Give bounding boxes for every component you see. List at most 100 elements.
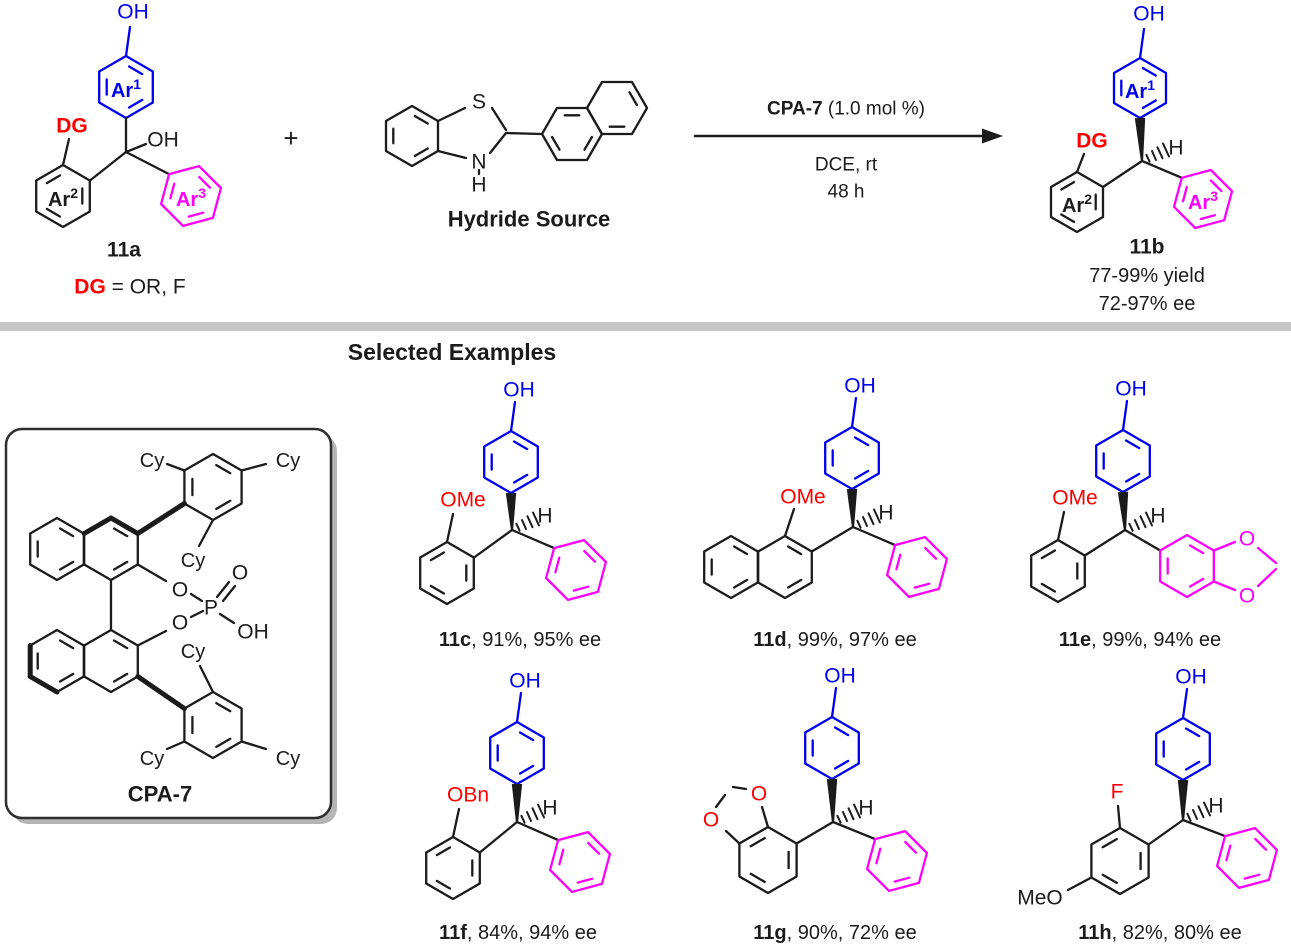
bond-oh — [850, 396, 858, 429]
11f-h-label: H — [542, 796, 557, 819]
cy-label: Cy — [140, 450, 164, 472]
bond — [124, 150, 171, 176]
aryl-ring — [183, 690, 243, 760]
text-span: F — [1111, 780, 1124, 803]
dg-def-rest: = OR, F — [106, 275, 186, 298]
11c-ome-label: OMe — [440, 488, 486, 511]
nitrogen-label: N — [471, 150, 486, 173]
11g-h-label: H — [858, 796, 873, 819]
11h-meo-label: MeO — [1017, 886, 1063, 909]
11f-hash — [520, 803, 545, 824]
bond-obn — [451, 807, 461, 839]
bond — [510, 528, 556, 550]
arrow-head — [982, 128, 1003, 144]
11e-oh-label: OH — [1115, 377, 1147, 400]
section-divider: Selected Examples — [0, 322, 1291, 365]
ar3-label: Ar3 — [1188, 188, 1218, 214]
text-span: OH — [1133, 2, 1165, 25]
bond — [218, 612, 236, 625]
ar-text: Ar — [1188, 192, 1210, 214]
bond — [136, 563, 168, 583]
compound-id: 11f — [439, 922, 467, 944]
11g-hydroxyphenyl-ring — [804, 715, 860, 781]
ar3-ring — [159, 164, 223, 228]
bond-ome — [445, 512, 455, 544]
11e-ome-label: OMe — [1052, 486, 1098, 509]
text-span: OMe — [780, 485, 826, 508]
text-span: + — [283, 123, 298, 153]
compound-label-11b: 11b — [1129, 235, 1164, 258]
cy-label: Cy — [276, 748, 300, 770]
text-span: OH — [1115, 377, 1147, 400]
11e-h-label: H — [1150, 504, 1165, 527]
text-span: 72-97% ee — [1099, 293, 1196, 315]
11f-oh-label: OH — [509, 669, 541, 692]
bond — [831, 820, 877, 841]
11h-hash — [1186, 801, 1211, 822]
text-span: Cy — [276, 748, 300, 770]
text-span: CPA-7 — [128, 782, 192, 807]
11e-anisyl-ring — [1030, 538, 1086, 604]
selected-examples-title: Selected Examples — [348, 339, 556, 365]
compound-results: , 91%, 95% ee — [471, 629, 601, 651]
11e-hash — [1128, 511, 1153, 532]
conditions-solvent: DCE, rt — [815, 155, 878, 176]
bond — [436, 149, 468, 160]
bold-edge — [108, 515, 141, 536]
bond-oh — [830, 686, 838, 719]
text-span: H — [542, 796, 557, 819]
text-span: OH — [117, 0, 149, 23]
text-span: 48 h — [828, 182, 865, 203]
ar3-ring — [1172, 168, 1234, 230]
11g-dioxole-o: O — [703, 808, 719, 831]
11e-dioxole-o: O — [1239, 527, 1255, 550]
hydride-source-label: Hydride Source — [448, 207, 611, 232]
bond — [124, 142, 148, 154]
bond-dg — [1075, 152, 1086, 174]
compound-id: 11g — [753, 922, 786, 944]
text-span: OH — [844, 374, 876, 397]
11d-phenyl-ring — [885, 535, 949, 599]
11g-phenyl-ring — [865, 829, 929, 893]
compound-results: , 84%, 94% ee — [467, 922, 597, 944]
conditions-line1: CPA-7 (1.0 mol %) — [767, 99, 925, 120]
catalyst-loading: (1.0 mol %) — [823, 99, 925, 120]
benzothiazoline-benzo-ring — [384, 104, 440, 168]
ar-text: Ar — [1062, 195, 1084, 217]
bond — [478, 820, 519, 854]
bond-ome — [783, 507, 796, 538]
text-span: Cy — [276, 450, 300, 472]
bond — [1123, 528, 1162, 552]
11h-oh-label: OH — [1175, 665, 1207, 688]
text-span: OBn — [447, 783, 489, 806]
11d-hash — [856, 508, 881, 529]
11e-wedge — [1117, 491, 1129, 531]
dg-label: DG — [56, 114, 88, 137]
bond-oh — [515, 691, 523, 724]
bond-oh-top — [1138, 27, 1146, 60]
bond-oh — [1181, 687, 1189, 720]
caption-11d: 11d, 99%, 97% ee — [753, 629, 916, 651]
text-span: O — [172, 578, 188, 601]
bond — [88, 150, 128, 182]
11d-naphthalene-ring — [703, 534, 759, 600]
naphthalene-ring-b — [585, 80, 649, 136]
ar2-ring — [35, 163, 91, 229]
ar-sup: 1 — [133, 76, 141, 92]
cy-label: Cy — [140, 748, 164, 770]
11c-phenyl-ring — [544, 538, 608, 602]
oh-center-label: OH — [147, 128, 179, 151]
bond — [851, 525, 897, 547]
text-span: OH — [503, 378, 535, 401]
oxygen-label: O — [172, 578, 188, 601]
bond-dioxole — [731, 785, 748, 791]
ar-text: Ar — [1125, 81, 1147, 103]
text-span: Hydride Source — [448, 207, 611, 232]
text-span: O — [751, 782, 767, 805]
11c-h-label: H — [537, 504, 552, 527]
